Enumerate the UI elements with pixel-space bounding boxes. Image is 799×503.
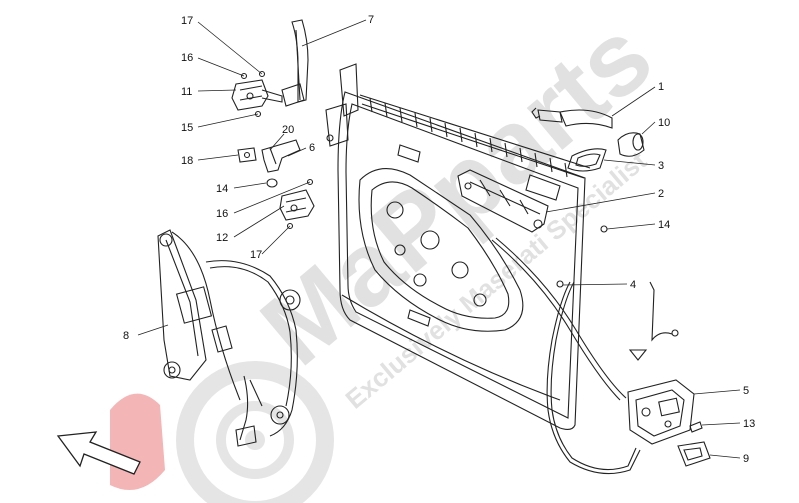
callout-17-lower: 17 [250, 249, 262, 261]
callout-7: 7 [368, 14, 374, 26]
part-lower-hinge [279, 189, 315, 221]
callout-15: 14 [216, 183, 228, 195]
part-window-guide [281, 19, 359, 147]
callout-4: 4 [630, 279, 636, 291]
callout-1: 1 [658, 81, 664, 93]
part-handle-gasket [567, 148, 607, 172]
callout-16-upper: 15 [181, 122, 193, 134]
callout-9: 9 [743, 453, 749, 465]
part-check-strap [261, 139, 301, 173]
callout-18: 18 [181, 155, 193, 167]
part-hinge-plate-18 [237, 147, 257, 163]
part-inner-handle-carrier [457, 169, 549, 233]
part-door-lock [627, 379, 695, 445]
callout-16-lower: 16 [216, 208, 228, 220]
part-door-cables [491, 237, 679, 475]
callout-20: 20 [282, 124, 294, 136]
callout-labels: 17 16 11 15 20 6 18 14 16 12 17 7 8 1 10… [123, 14, 755, 465]
watermark-wheel-logo [110, 361, 334, 503]
part-lock-screw [689, 421, 703, 433]
direction-arrow [56, 431, 141, 475]
part-striker [677, 441, 711, 467]
part-nut-15 [266, 178, 278, 188]
part-fastener-14 [600, 225, 608, 233]
part-upper-hinge [231, 79, 283, 111]
part-outer-handle [531, 107, 613, 129]
callout-19: 17 [181, 15, 193, 27]
callout-11: 11 [181, 86, 192, 98]
part-hinge-screw-19 [240, 70, 266, 80]
callout-17-upper: 16 [181, 52, 193, 64]
callout-12: 12 [216, 232, 228, 244]
callout-5: 5 [743, 385, 749, 397]
part-bolts-16-17 [254, 110, 314, 230]
part-window-regulator [157, 229, 301, 447]
watermark: MaPparts Exclusively Maserati Specialist [110, 0, 673, 503]
callout-10: 10 [658, 117, 670, 129]
callout-3: 3 [658, 160, 664, 172]
callout-6: 6 [309, 142, 315, 154]
callout-14: 14 [658, 219, 670, 231]
callout-13: 13 [743, 418, 755, 430]
door-inner-panel [337, 91, 591, 431]
part-handle-cap [617, 132, 645, 157]
leader-lines [137, 19, 741, 459]
callout-8: 8 [123, 330, 129, 342]
callout-2: 2 [658, 188, 664, 200]
